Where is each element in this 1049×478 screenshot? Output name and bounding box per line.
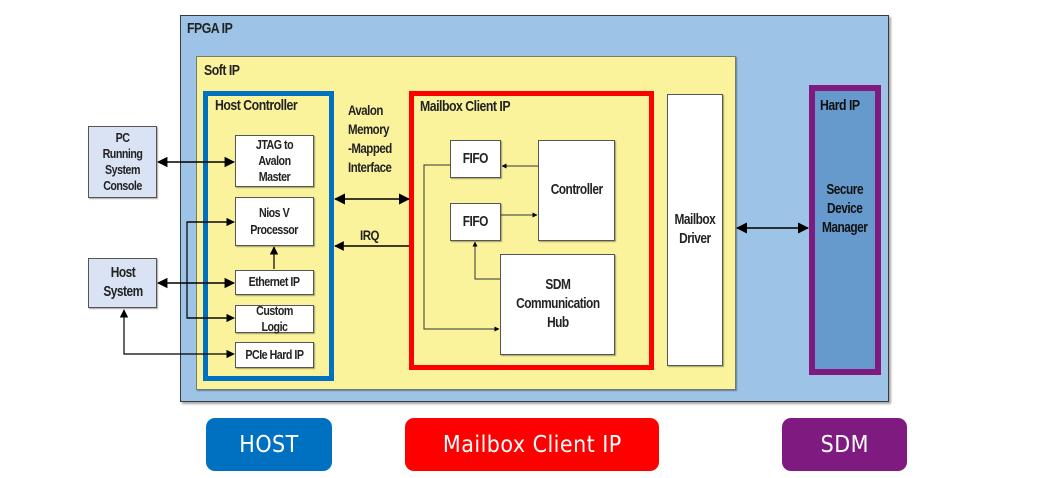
avalon-interface-label: Avalon Memory -Mapped Interface bbox=[348, 102, 392, 175]
fifo-bottom-block[interactable]: FIFO bbox=[450, 203, 501, 241]
fifo-top-block[interactable]: FIFO bbox=[450, 140, 501, 178]
sdm-label: Secure Device Manager bbox=[822, 182, 868, 236]
legend-mailbox-label: Mailbox Client IP bbox=[442, 431, 622, 458]
sdm-text-wrap: Secure Device Manager bbox=[815, 181, 875, 238]
nios-v-processor-block[interactable]: Nios V Processor bbox=[235, 197, 314, 246]
sdm-communication-hub-block[interactable]: SDM Communication Hub bbox=[500, 254, 615, 355]
soft-ip-title: Soft IP bbox=[204, 62, 240, 79]
host-controller-title: Host Controller bbox=[215, 97, 298, 114]
mailbox-client-ip-group: Mailbox Client IP bbox=[409, 91, 654, 370]
nios-label: Nios V Processor bbox=[250, 205, 299, 237]
controller-block[interactable]: Controller bbox=[538, 140, 615, 241]
fifo-top-label: FIFO bbox=[462, 150, 489, 167]
sdm-hub-label: SDM Communication Hub bbox=[515, 277, 600, 331]
legend-sdm-label: SDM bbox=[820, 431, 869, 458]
pc-running-system-console-block[interactable]: PC Running System Console bbox=[88, 126, 157, 198]
ethernet-label: Ethernet IP bbox=[249, 274, 300, 290]
fpga-ip-title: FPGA IP bbox=[187, 20, 233, 37]
controller-label: Controller bbox=[550, 182, 603, 199]
ethernet-ip-block[interactable]: Ethernet IP bbox=[235, 270, 314, 295]
pcie-label: PCIe Hard IP bbox=[245, 346, 304, 362]
custom-logic-block[interactable]: Custom Logic bbox=[235, 302, 314, 334]
legend-sdm: SDM bbox=[782, 418, 907, 471]
mailbox-driver-label: Mailbox Driver bbox=[674, 212, 716, 247]
legend-host-label: HOST bbox=[239, 431, 299, 458]
pc-console-label: PC Running System Console bbox=[102, 129, 143, 194]
jtag-label: JTAG to Avalon Master bbox=[255, 136, 294, 185]
pcie-hard-ip-block[interactable]: PCIe Hard IP bbox=[235, 342, 314, 368]
mailbox-client-title: Mailbox Client IP bbox=[420, 98, 511, 115]
fifo-bottom-label: FIFO bbox=[462, 213, 489, 230]
legend-mailbox-client-ip: Mailbox Client IP bbox=[405, 418, 659, 471]
jtag-to-avalon-master-block[interactable]: JTAG to Avalon Master bbox=[235, 135, 314, 187]
legend-host: HOST bbox=[206, 418, 332, 471]
mailbox-driver-block[interactable]: Mailbox Driver bbox=[667, 94, 723, 366]
custom-logic-label: Custom Logic bbox=[256, 302, 293, 334]
host-system-block[interactable]: Host System bbox=[88, 258, 157, 308]
hard-ip-sdm-group[interactable]: Hard IP Secure Device Manager bbox=[809, 85, 881, 375]
irq-label: IRQ bbox=[360, 227, 379, 243]
host-system-label: Host System bbox=[102, 265, 143, 300]
hard-ip-title: Hard IP bbox=[820, 97, 860, 114]
